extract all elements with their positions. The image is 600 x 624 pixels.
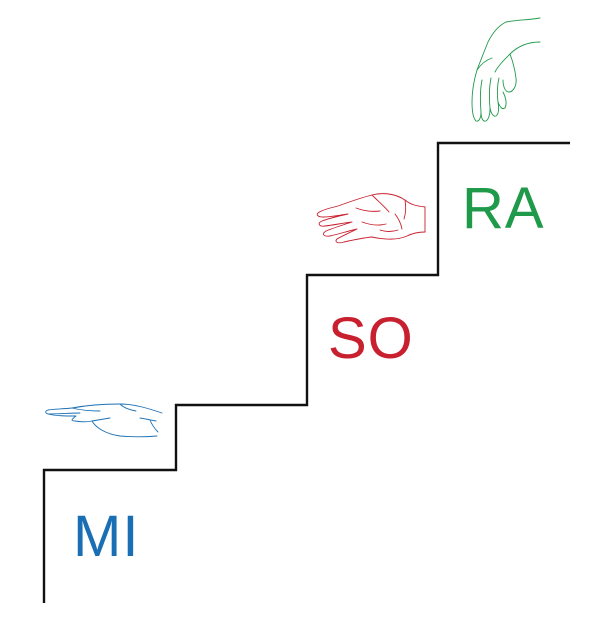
staircase-line <box>42 141 570 603</box>
step-label-so: SO <box>328 306 414 371</box>
hand-fingers-pointing-down-icon <box>471 17 541 122</box>
step-label-mi: MI <box>73 504 140 569</box>
step-label-ra: RA <box>462 176 545 241</box>
flat-hand-palm-down-icon <box>45 403 163 438</box>
open-hand-palm-facing-icon <box>316 193 426 244</box>
